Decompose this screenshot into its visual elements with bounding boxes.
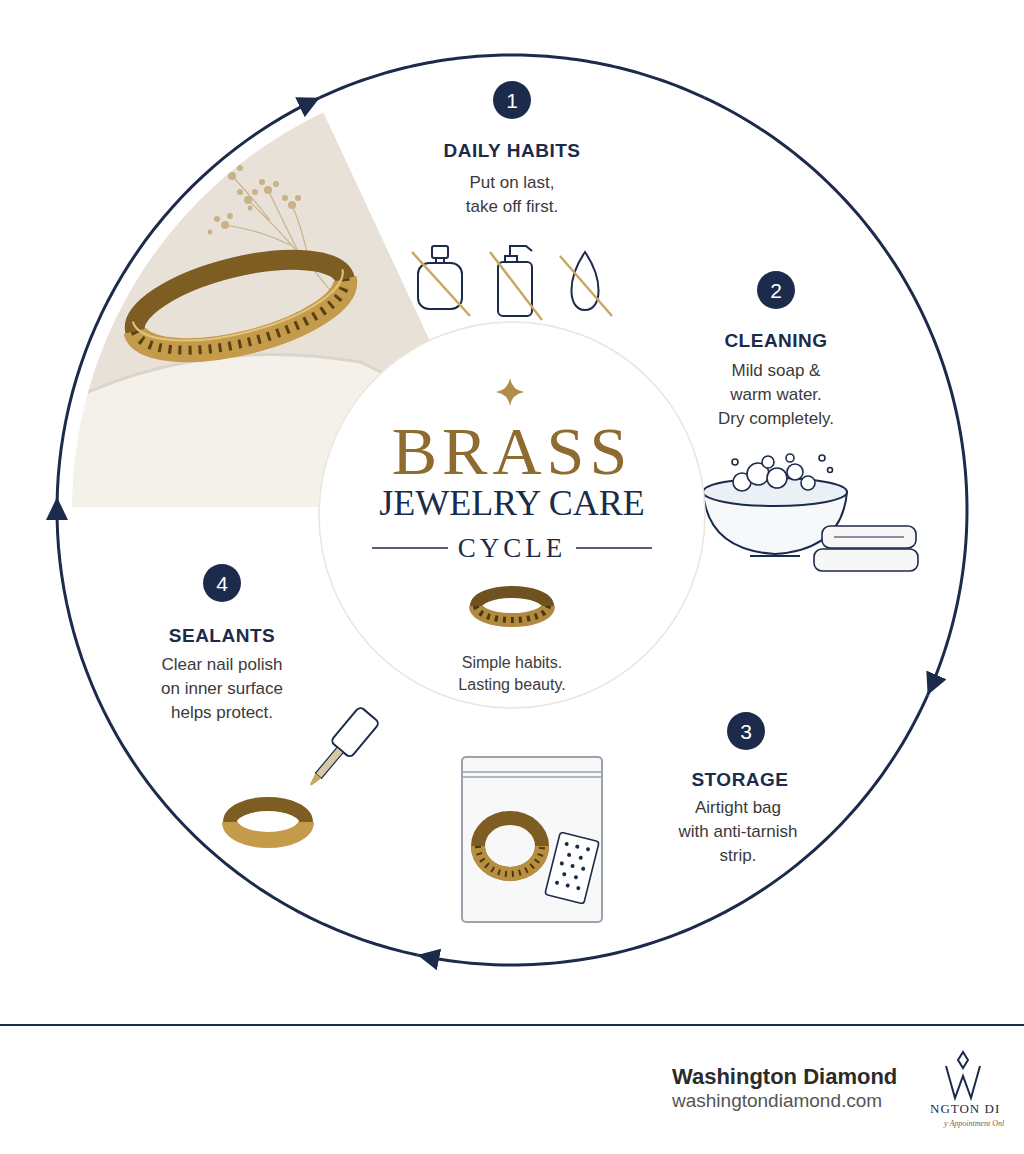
title-line: JEWELRY CARE bbox=[327, 485, 697, 521]
step-heading: CLEANING bbox=[676, 329, 876, 352]
title-word: BRASS bbox=[327, 417, 697, 485]
step-number: 4 bbox=[216, 573, 228, 594]
step-body: Put on last, take off first. bbox=[453, 171, 571, 219]
step-heading: SEALANTS bbox=[132, 624, 312, 647]
brand-name: Washington Diamond bbox=[672, 1065, 897, 1089]
step-number-badge: 1 bbox=[493, 81, 531, 119]
wedge-fill bbox=[420, 510, 917, 953]
cycle-arrow bbox=[704, 98, 967, 695]
step-number-badge: 4 bbox=[203, 564, 241, 602]
avoid-icons bbox=[412, 246, 612, 320]
step-number-badge: 3 bbox=[727, 712, 765, 750]
nail-polish-brush bbox=[301, 706, 380, 793]
cycle-arrow bbox=[417, 695, 927, 965]
step-body: Airtight bag with anti-tarnish strip. bbox=[678, 796, 798, 868]
tagline: Simple habits. Lasting beauty. bbox=[444, 652, 580, 696]
strike-line bbox=[412, 252, 470, 316]
logo-mark bbox=[946, 1052, 980, 1098]
step-heading: DAILY HABITS bbox=[397, 139, 627, 162]
logo-tagline: y Appointment Onl bbox=[944, 1120, 1004, 1129]
step-number: 3 bbox=[740, 721, 752, 742]
step-number-badge: 2 bbox=[757, 271, 795, 309]
title-circle: BRASSJEWELRY CARE CYCLE Simple habits. Las… bbox=[317, 320, 707, 710]
wedge-fill bbox=[512, 109, 955, 691]
cuff-bracelet bbox=[126, 242, 354, 368]
step-heading: STORAGE bbox=[650, 768, 830, 791]
strike-line bbox=[490, 252, 542, 320]
logo-wordmark: NGTON DI bbox=[930, 1102, 1000, 1116]
footer-rule bbox=[0, 1024, 1024, 1026]
circle-fill bbox=[319, 322, 705, 708]
step-number: 1 bbox=[506, 90, 518, 111]
step-body: Clear nail polish on inner surface helps… bbox=[157, 653, 287, 725]
wedge-fill bbox=[69, 510, 512, 943]
ring-icon bbox=[476, 592, 548, 620]
title-subline: CYCLE bbox=[437, 535, 587, 562]
wedge-fill bbox=[325, 67, 699, 510]
step-body: Mild soap & warm water. Dry completely. bbox=[715, 359, 837, 431]
rule-right bbox=[576, 547, 652, 549]
step-number: 2 bbox=[770, 280, 782, 301]
sparkle bbox=[496, 378, 524, 406]
brand-url: washingtondiamond.com bbox=[672, 1091, 882, 1112]
storage-bag bbox=[462, 757, 602, 922]
towels bbox=[814, 526, 918, 571]
lotion-icon bbox=[498, 246, 532, 316]
water-drop-icon bbox=[571, 252, 598, 310]
rule-left bbox=[372, 547, 448, 549]
strike-line bbox=[560, 256, 612, 316]
sealed-ring bbox=[230, 804, 306, 840]
